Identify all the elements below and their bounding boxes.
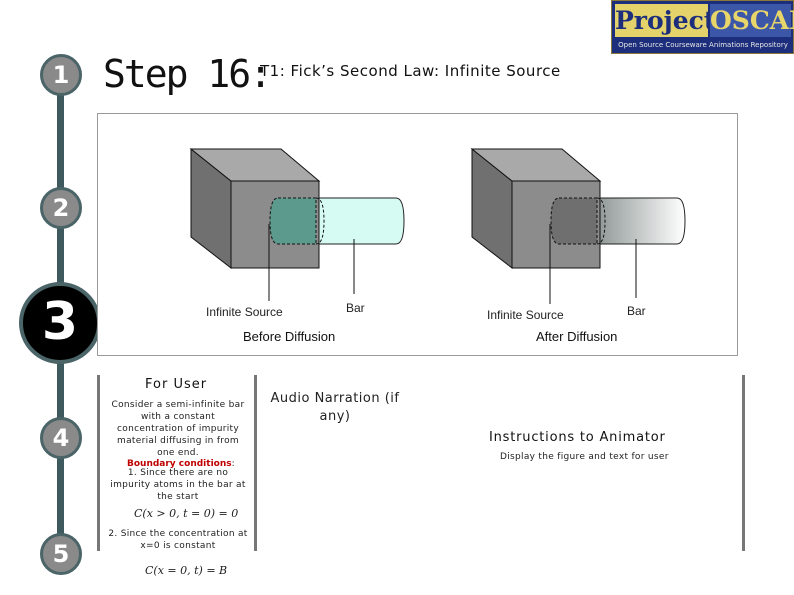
after-bar-label: Bar: [627, 304, 646, 318]
before-source-label: Infinite Source: [206, 305, 283, 319]
step-1-marker[interactable]: 1: [40, 54, 82, 96]
step-title: Step 16:: [103, 52, 272, 96]
equation-2: C(x = 0, t) = B: [145, 564, 228, 577]
diffusion-figure-panel: Infinite Source Bar Before Diffusion Inf…: [97, 113, 738, 356]
bar-inside-after: [550, 197, 598, 245]
column-divider-right: [742, 375, 745, 551]
step-2-marker[interactable]: 2: [40, 187, 82, 229]
before-diffusion-caption: Before Diffusion: [243, 329, 336, 344]
step-3-marker[interactable]: 3: [19, 282, 101, 364]
after-diffusion-diagram: [470, 147, 686, 304]
logo-word-oscar: OSCAR: [710, 4, 794, 37]
boundary-condition-1: 1. Since there are no impurity atoms in …: [110, 468, 246, 502]
column-divider-mid: [254, 375, 257, 551]
after-source-label: Infinite Source: [487, 308, 564, 322]
instructions-title: Instructions to Animator: [489, 430, 666, 445]
slide-subtitle: T1: Fick’s Second Law: Infinite Source: [260, 62, 561, 80]
boundary-conditions-title: Boundary conditions: [127, 459, 232, 469]
before-diffusion-diagram: [189, 147, 405, 301]
for-user-intro: Consider a semi-infinite bar with a cons…: [111, 400, 245, 458]
before-bar-label: Bar: [346, 301, 365, 315]
boundary-conditions-heading: Boundary conditions:: [127, 451, 235, 470]
step-4-marker[interactable]: 4: [40, 417, 82, 459]
after-diffusion-caption: After Diffusion: [536, 329, 618, 344]
for-user-title: For User: [145, 377, 208, 392]
instructions-text: Display the figure and text for user: [500, 452, 669, 462]
bar-inside-before: [269, 197, 317, 245]
boundary-conditions-colon: :: [231, 459, 235, 469]
equation-1: C(x > 0, t = 0) = 0: [134, 507, 239, 520]
logo-tagline: Open Source Courseware Animations Reposi…: [618, 41, 788, 49]
boundary-condition-2: 2. Since the concentration at x=0 is con…: [108, 529, 248, 551]
column-divider-left: [97, 375, 100, 551]
audio-narration-title: Audio Narration (if any): [270, 391, 400, 424]
project-oscar-logo: Project OSCAR Open Source Courseware Ani…: [611, 0, 794, 54]
step-5-marker[interactable]: 5: [40, 533, 82, 575]
diffusion-figure: [189, 147, 686, 304]
logo-word-project: Project: [615, 4, 716, 37]
